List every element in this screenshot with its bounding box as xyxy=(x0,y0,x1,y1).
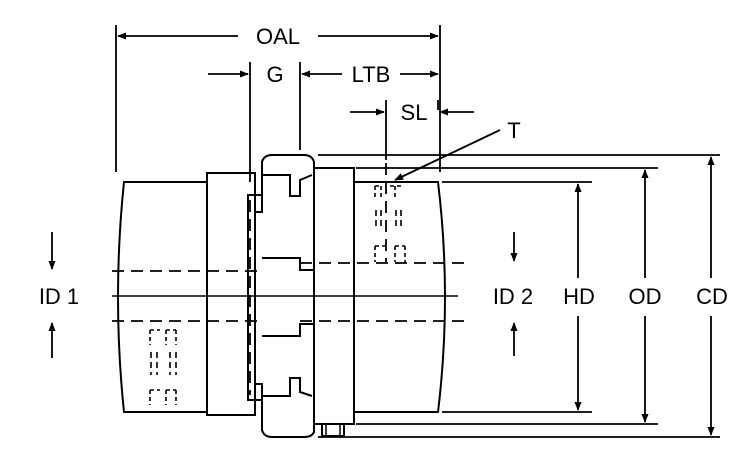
bolt-head-detail xyxy=(325,424,341,436)
label-od: OD xyxy=(629,284,662,309)
label-t: T xyxy=(507,118,520,143)
dimension-lines xyxy=(48,25,720,438)
label-id1: ID 1 xyxy=(39,284,79,309)
bolt-head xyxy=(321,423,345,437)
center-body xyxy=(247,154,315,438)
setscrew-details xyxy=(149,185,406,405)
left-hub xyxy=(117,181,207,413)
label-sl: SL xyxy=(401,100,428,125)
label-ltb: LTB xyxy=(352,62,391,87)
label-g: G xyxy=(266,62,283,87)
right-hub xyxy=(354,181,446,413)
center-notch-top xyxy=(254,195,263,400)
hidden-lines xyxy=(112,163,470,395)
jaw-profile-upper xyxy=(262,174,313,197)
dimension-labels: OAL G LTB SL T ID 1 ID 2 HD OD CD xyxy=(39,24,728,309)
jaw-inner-lower xyxy=(262,323,314,337)
jaw-profile-lower xyxy=(262,377,313,397)
jaw-inner-upper xyxy=(262,257,314,271)
label-oal: OAL xyxy=(256,24,300,49)
label-cd: CD xyxy=(696,284,728,309)
label-hd: HD xyxy=(563,284,595,309)
label-id2: ID 2 xyxy=(493,284,533,309)
